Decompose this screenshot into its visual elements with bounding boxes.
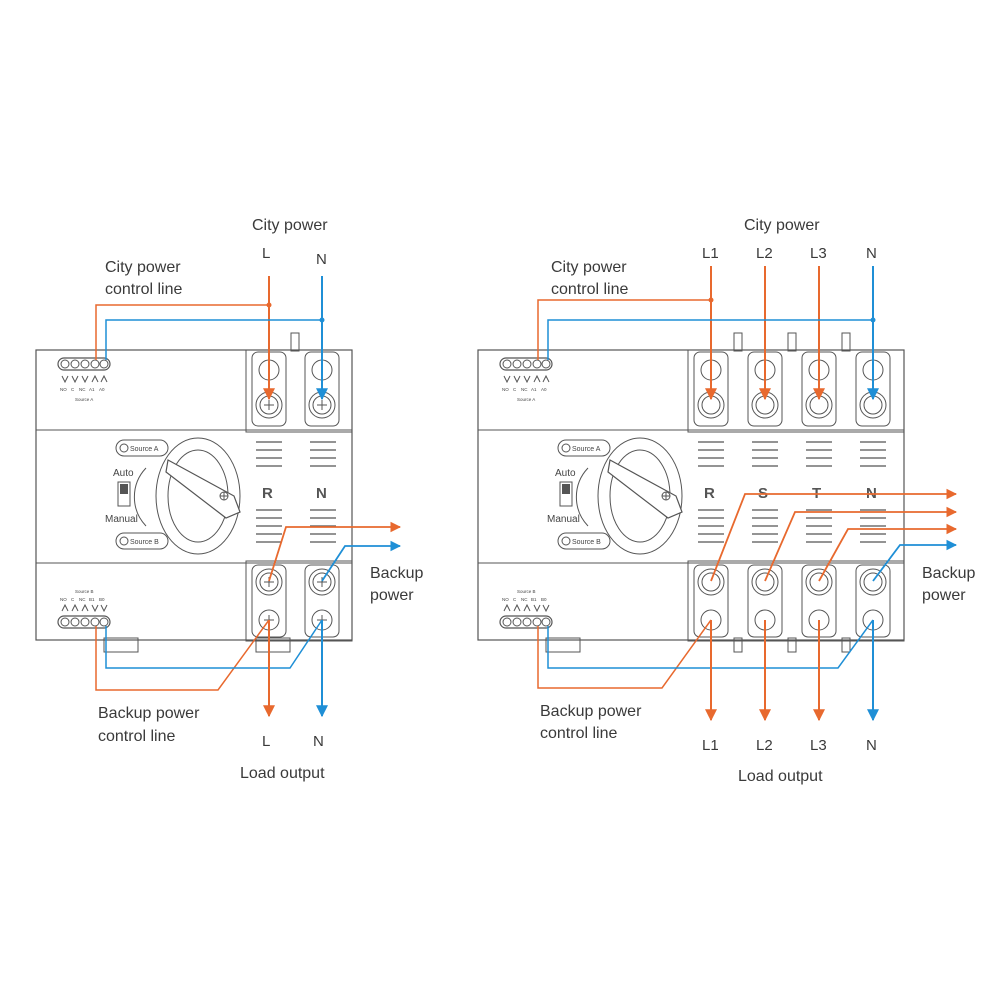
right-transfer-switch[interactable]: Source A Source B Auto Manual <box>547 437 683 555</box>
right-city-power-label: City power <box>744 217 820 234</box>
right-load-wires <box>705 620 879 722</box>
left-phase-slots: R N <box>256 441 336 543</box>
right-city-terminal-n: N <box>866 245 877 262</box>
left-backup-control-label-2: control line <box>98 728 175 745</box>
manual-label: Manual <box>105 514 138 525</box>
svg-text:C: C <box>513 387 517 392</box>
left-city-control-label-1: City power <box>105 259 181 276</box>
right-device-body <box>477 332 905 653</box>
left-city-power-label: City power <box>252 217 328 234</box>
svg-text:NC: NC <box>79 597 86 602</box>
source-b-label: Source B <box>572 539 601 546</box>
manual-label: Manual <box>547 514 580 525</box>
phase-label-r: R <box>704 485 715 502</box>
svg-text:B0: B0 <box>541 597 547 602</box>
right-load-output-label: Load output <box>738 768 823 785</box>
right-backup-control-label-1: Backup power <box>540 703 642 720</box>
phase-label-r: R <box>262 485 273 502</box>
svg-text:A1: A1 <box>531 387 537 392</box>
left-backup-wires <box>95 521 402 691</box>
svg-text:Source B: Source B <box>75 589 94 594</box>
auto-label: Auto <box>113 468 134 479</box>
right-city-terminal-l2: L2 <box>756 245 773 262</box>
svg-text:NC: NC <box>521 387 528 392</box>
svg-text:NC: NC <box>79 387 86 392</box>
left-backup-control-label-1: Backup power <box>98 705 200 722</box>
right-backup-control-label-2: control line <box>540 725 617 742</box>
left-backup-power-label-2: power <box>370 587 414 604</box>
svg-text:C: C <box>71 597 75 602</box>
left-city-terminal-l: L <box>262 245 270 262</box>
right-load-terminal-l1: L1 <box>702 737 719 754</box>
auto-label: Auto <box>555 468 576 479</box>
phase-label-n: N <box>316 485 327 502</box>
svg-text:Source A: Source A <box>75 397 93 402</box>
left-load-terminal-l: L <box>262 733 270 750</box>
svg-text:NO: NO <box>60 387 67 392</box>
svg-text:NC: NC <box>521 597 528 602</box>
right-city-wires <box>537 266 879 401</box>
source-a-label: Source A <box>572 446 601 453</box>
left-city-terminal-n: N <box>316 251 327 268</box>
right-city-terminal-l1: L1 <box>702 245 719 262</box>
right-city-control-label-2: control line <box>551 281 628 298</box>
right-city-control-label-1: City power <box>551 259 627 276</box>
svg-text:B1: B1 <box>531 597 537 602</box>
svg-text:A0: A0 <box>541 387 547 392</box>
right-load-terminal-l3: L3 <box>810 737 827 754</box>
left-backup-power-label-1: Backup <box>370 565 423 582</box>
right-backup-power-label-1: Backup <box>922 565 975 582</box>
right-backup-wires <box>537 488 958 689</box>
svg-text:A0: A0 <box>99 387 105 392</box>
right-backup-power-label-2: power <box>922 587 966 604</box>
right-city-terminal-l3: L3 <box>810 245 827 262</box>
left-load-terminal-n: N <box>313 733 324 750</box>
left-load-wires <box>263 620 328 718</box>
left-load-output-label: Load output <box>240 765 325 782</box>
left-transfer-switch[interactable]: Source A Source B Auto Manual <box>105 437 241 555</box>
svg-text:NO: NO <box>60 597 67 602</box>
svg-text:Source A: Source A <box>517 397 535 402</box>
svg-text:B0: B0 <box>99 597 105 602</box>
right-load-terminal-n: N <box>866 737 877 754</box>
source-b-label: Source B <box>130 539 159 546</box>
right-load-terminal-l2: L2 <box>756 737 773 754</box>
svg-text:C: C <box>513 597 517 602</box>
left-city-wires <box>95 276 328 401</box>
svg-text:C: C <box>71 387 75 392</box>
right-bottom-screws <box>693 564 891 638</box>
source-a-label: Source A <box>130 446 159 453</box>
svg-text:B1: B1 <box>89 597 95 602</box>
left-device-body <box>35 332 353 653</box>
svg-text:NO: NO <box>502 597 509 602</box>
svg-text:NO: NO <box>502 387 509 392</box>
svg-text:Source B: Source B <box>517 589 536 594</box>
svg-text:A1: A1 <box>89 387 95 392</box>
left-city-control-label-2: control line <box>105 281 182 298</box>
